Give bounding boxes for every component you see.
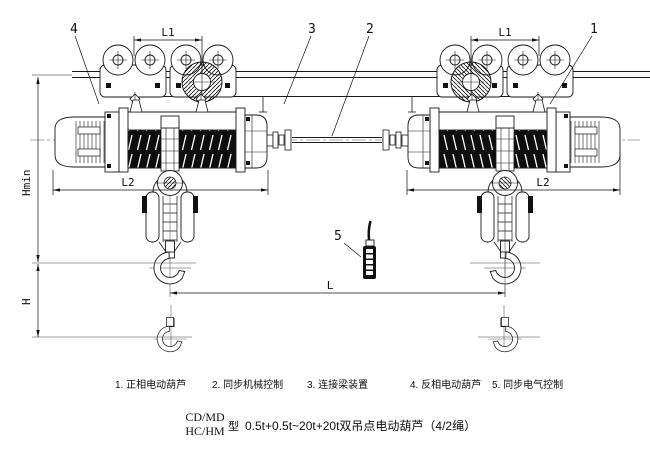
gearbox bbox=[244, 114, 268, 169]
callout-leaders bbox=[74, 35, 593, 258]
limit-switch-box bbox=[160, 115, 180, 129]
legend-item-5: 5. 同步电气控制 bbox=[492, 378, 563, 391]
callout-pendant: 5 bbox=[334, 229, 342, 244]
model-code-top: CD/MD bbox=[185, 410, 225, 424]
legend-item-3: 3. 连接梁装置 bbox=[307, 378, 368, 391]
dimensions bbox=[32, 36, 621, 338]
legend: 1. 正相电动葫芦 2. 同步机械控制 3. 连接梁装置 4. 反相电动葫芦 5… bbox=[115, 378, 563, 391]
dim-lift: H bbox=[20, 298, 33, 305]
callout-sync-shaft: 2 bbox=[366, 22, 374, 37]
dim-span: L bbox=[327, 279, 334, 292]
type-label: 型 bbox=[228, 419, 239, 433]
right-hoist-group bbox=[401, 96, 621, 353]
callout-right-hoist: 1 bbox=[590, 22, 598, 37]
dim-l2-left: L2 bbox=[121, 176, 134, 189]
rope-drum bbox=[127, 129, 237, 169]
lower-hook bbox=[152, 317, 188, 353]
model-code-bottom: HC/HM bbox=[185, 424, 225, 438]
dim-l1-left: L1 bbox=[161, 26, 174, 39]
legend-item-1: 1. 正相电动葫芦 bbox=[115, 378, 186, 391]
left-hoist bbox=[54, 96, 274, 173]
legend-item-2: 2. 同步机械控制 bbox=[212, 378, 283, 391]
callout-left-hoist: 4 bbox=[70, 22, 78, 37]
title-block: CD/MD HC/HM 型 0.5t+0.5t~20t+20t双吊点电动葫芦（4… bbox=[185, 410, 476, 438]
left-hook-block bbox=[142, 170, 198, 353]
sync-shaft bbox=[272, 129, 402, 151]
drawing-title: 0.5t+0.5t~20t+20t双吊点电动葫芦（4/2绳） bbox=[245, 419, 476, 433]
pendant-control bbox=[363, 220, 376, 279]
dim-l2-right: L2 bbox=[536, 176, 549, 189]
dim-headroom: Hmin bbox=[20, 170, 33, 197]
callout-beam: 3 bbox=[308, 22, 316, 37]
right-hoist bbox=[401, 96, 621, 173]
legend-item-4: 4. 反相电动葫芦 bbox=[410, 378, 481, 391]
dim-l1-right: L1 bbox=[498, 26, 511, 39]
